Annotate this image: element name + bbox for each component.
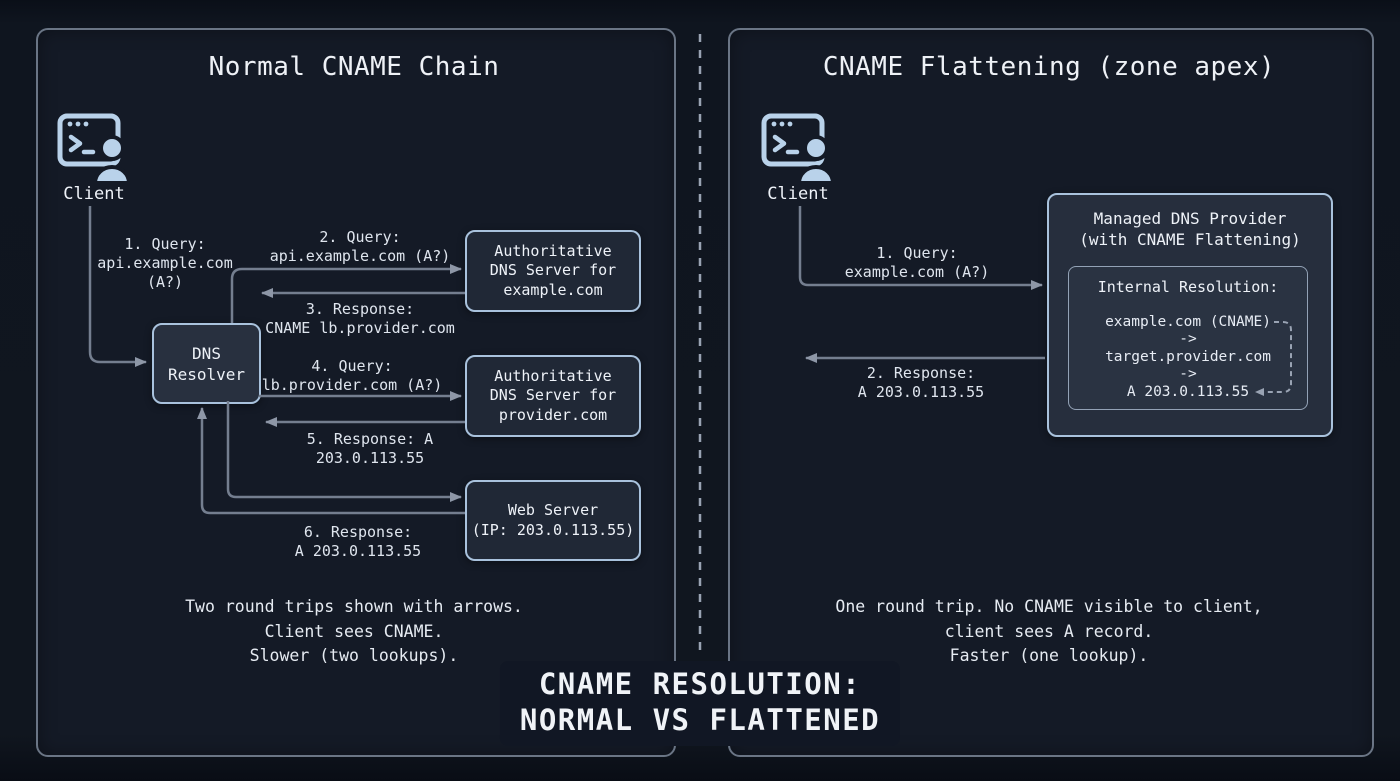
msg-6-response: 6. Response: A 203.0.113.55 (294, 523, 422, 560)
internal-resolution-steps: example.com (CNAME) -> target.provider.c… (1105, 313, 1271, 400)
web-server-node: Web Server (IP: 203.0.113.55) (465, 480, 641, 561)
msg-r1-query: 1. Query: example.com (A?) (844, 244, 990, 281)
left-panel-title: Normal CNAME Chain (208, 52, 500, 82)
right-client-label: Client (767, 184, 829, 204)
diagram-title: CNAME RESOLUTION: NORMAL VS FLATTENED (499, 661, 901, 746)
msg-3-response: 3. Response: CNAME lb.provider.com (265, 300, 455, 337)
right-panel-title: CNAME Flattening (zone apex) (822, 52, 1276, 82)
left-panel-summary: Two round trips shown with arrows. Clien… (185, 597, 523, 665)
client-terminal-user-icon (56, 110, 134, 188)
msg-4-query: 4. Query: lb.provider.com (A?) (261, 357, 443, 394)
internal-resolution-box: Internal Resolution: example.com (CNAME)… (1068, 266, 1308, 410)
auth-dns-provider-node: Authoritative DNS Server for provider.co… (465, 355, 641, 437)
msg-2-query: 2. Query: api.example.com (A?) (269, 228, 451, 265)
msg-1-query: 1. Query: api.example.com (A?) (97, 235, 233, 291)
provider-title: Managed DNS Provider (with CNAME Flatten… (1079, 209, 1301, 249)
dns-resolver-node: DNS Resolver (152, 323, 261, 404)
right-panel-summary: One round trip. No CNAME visible to clie… (835, 597, 1263, 665)
auth-dns-example-node: Authoritative DNS Server for example.com (465, 230, 641, 312)
client-terminal-user-icon (760, 110, 838, 188)
msg-5-response: 5. Response: A 203.0.113.55 (306, 430, 434, 467)
managed-dns-provider-node: Managed DNS Provider (with CNAME Flatten… (1047, 193, 1333, 437)
msg-r2-response: 2. Response: A 203.0.113.55 (857, 364, 985, 401)
left-client-label: Client (63, 184, 125, 204)
internal-resolution-title: Internal Resolution: (1097, 278, 1279, 296)
